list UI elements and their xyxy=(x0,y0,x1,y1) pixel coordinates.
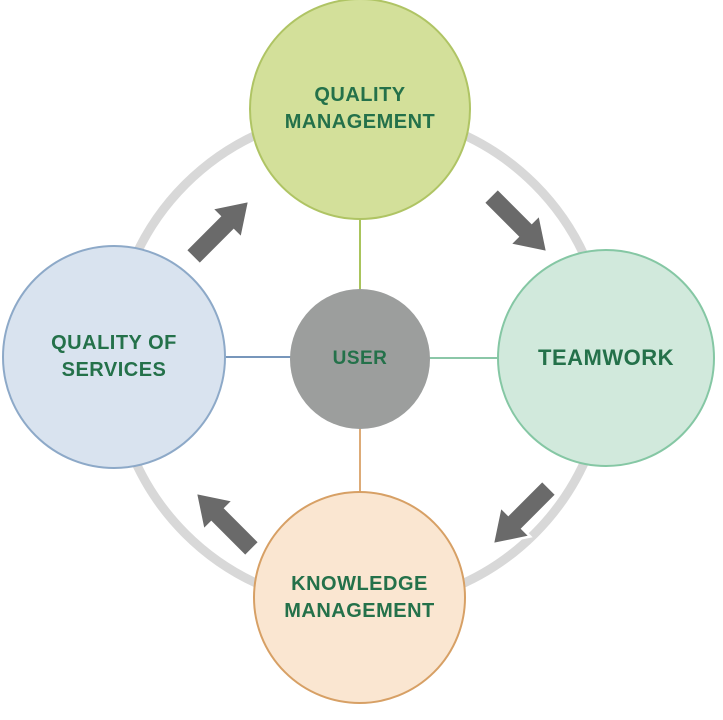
node-label: QUALITY MANAGEMENT xyxy=(284,84,436,133)
node-quality-management: QUALITY MANAGEMENT xyxy=(249,0,471,220)
node-label: QUALITY OF SERVICES xyxy=(51,332,177,381)
arrow-teamwork-to-knowledge-management xyxy=(491,478,559,546)
node-label: KNOWLEDGE MANAGEMENT xyxy=(284,572,435,622)
node-knowledge-management: KNOWLEDGE MANAGEMENT xyxy=(253,491,466,704)
node-label: USER xyxy=(332,348,388,370)
node-teamwork: TEAMWORK xyxy=(497,249,715,467)
arrow-knowledge-management-to-quality-of-services xyxy=(194,491,262,559)
node-quality-of-services: QUALITY OF SERVICES xyxy=(2,245,226,469)
arrow-quality-management-to-teamwork xyxy=(481,186,549,254)
arrow-quality-of-services-to-quality-management xyxy=(183,199,251,267)
node-label: TEAMWORK xyxy=(538,345,674,371)
node-user-hub: USER xyxy=(290,289,430,429)
